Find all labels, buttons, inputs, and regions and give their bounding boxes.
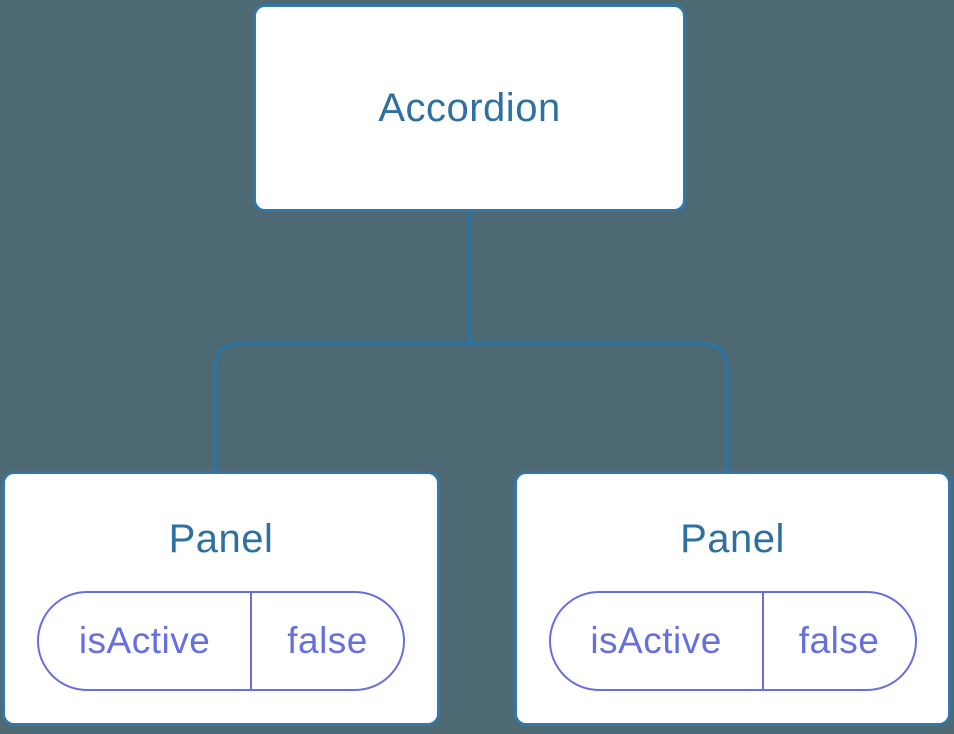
state-pill: isActive false	[37, 591, 405, 691]
state-pill: isActive false	[548, 591, 917, 691]
panel-node-label: Panel	[168, 517, 274, 561]
state-key-cell: isActive	[39, 593, 250, 689]
accordion-node-label: Accordion	[378, 85, 561, 130]
state-key-label: isActive	[78, 620, 211, 661]
state-value-label: false	[287, 620, 368, 661]
state-value-cell: false	[250, 593, 403, 689]
panel-node-label: Panel	[680, 517, 785, 561]
node-accordion: Accordion	[253, 4, 686, 212]
state-value-cell: false	[761, 593, 915, 689]
node-panel-right: Panel isActive false	[514, 471, 951, 726]
state-value-label: false	[798, 620, 880, 661]
state-key-label: isActive	[590, 620, 722, 661]
connector-bracket	[213, 342, 729, 471]
node-panel-left: Panel isActive false	[2, 471, 440, 726]
state-key-cell: isActive	[551, 593, 762, 689]
